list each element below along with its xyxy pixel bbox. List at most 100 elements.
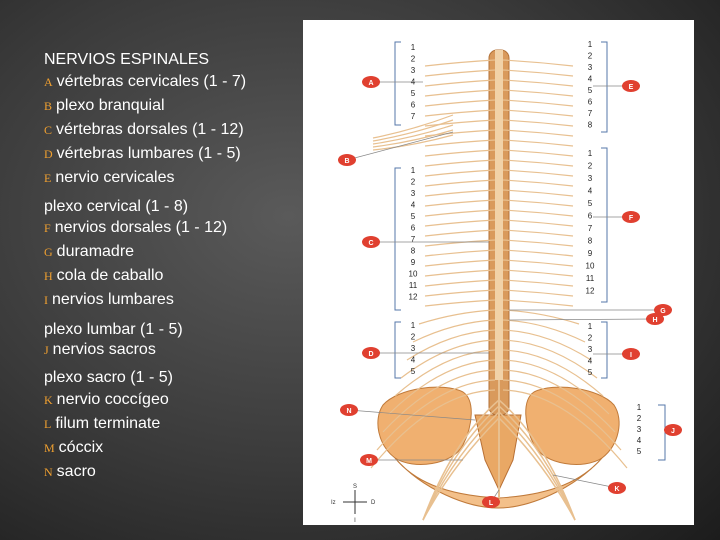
- nerve-root-right: [502, 189, 574, 197]
- nerve-root-right: [502, 289, 574, 297]
- right-nerve-number: 4: [588, 357, 593, 366]
- callout-label-h: H: [652, 317, 657, 324]
- nerve-root-left: [424, 119, 496, 127]
- nerve-root-left: [388, 359, 496, 415]
- callout-c: [362, 236, 380, 248]
- nerve-root-left: [424, 69, 496, 77]
- left-vertebra-number: 1: [411, 166, 416, 175]
- bracket-cervical-nerves: [601, 41, 608, 133]
- nerve-root-left: [424, 269, 496, 277]
- left-vertebra-number: 3: [411, 344, 416, 353]
- callout-n: [340, 404, 358, 416]
- left-vertebra-number: 10: [409, 270, 418, 279]
- callout-label-d: D: [368, 351, 373, 358]
- nerve-root-right: [502, 179, 574, 187]
- right-nerve-number: 3: [588, 174, 593, 183]
- sacral-nerve-fiber: [498, 417, 576, 521]
- right-nerve-number: 5: [588, 368, 593, 377]
- right-nerve-number: 7: [588, 109, 593, 118]
- callout-leader-b: [346, 131, 454, 161]
- orientation-compass: S D I Iz: [331, 484, 376, 524]
- left-hip-bone: [377, 386, 472, 465]
- left-vertebra-number: 3: [411, 189, 416, 198]
- callout-l: [482, 496, 500, 508]
- right-nerve-number: 3: [588, 63, 593, 72]
- compass-superior: S: [353, 484, 357, 490]
- right-nerve-number: 9: [588, 249, 593, 258]
- right-nerve-number: 1: [588, 40, 593, 49]
- right-nerve-number: 1: [637, 403, 642, 412]
- left-vertebra-number: 4: [411, 356, 416, 365]
- nerve-root-right: [502, 149, 574, 157]
- bracket-cervical: [394, 41, 401, 126]
- callout-label-c: C: [368, 240, 373, 247]
- right-nerve-number: 5: [588, 199, 593, 208]
- left-vertebra-number: 1: [411, 321, 416, 330]
- sacral-nerve-fiber: [498, 411, 576, 521]
- nerve-root-right: [502, 329, 592, 361]
- callout-h: [646, 313, 664, 325]
- callout-g: [654, 304, 672, 316]
- nerve-root-left: [424, 279, 496, 287]
- left-vertebra-number: 9: [411, 258, 416, 267]
- nerve-root-right: [502, 99, 574, 107]
- nerve-root-left: [424, 189, 496, 197]
- brachial-plexus-fiber: [372, 114, 454, 139]
- nerve-root-right: [502, 79, 574, 87]
- callout-label-e: E: [629, 84, 634, 91]
- nerve-root-left: [424, 179, 496, 187]
- nerve-root-left: [424, 149, 496, 157]
- nerve-root-left: [424, 89, 496, 97]
- left-vertebra-number: 2: [411, 333, 416, 342]
- callout-label-l: L: [489, 500, 494, 507]
- callout-f: [622, 211, 640, 223]
- nerve-root-left: [412, 319, 496, 343]
- brachial-plexus-fiber: [372, 124, 454, 145]
- right-nerve-number: 12: [586, 287, 595, 296]
- right-nerve-number: 6: [588, 98, 593, 107]
- nerve-root-left: [424, 199, 496, 207]
- page-title: NERVIOS ESPINALES: [44, 51, 210, 68]
- nerve-root-right: [502, 319, 586, 343]
- callout-leader-h: [508, 318, 656, 321]
- callout-label-j: J: [671, 428, 675, 435]
- bracket-dorsal: [394, 167, 401, 311]
- bracket-lumbar: [394, 321, 401, 379]
- left-vertebra-number: 7: [411, 112, 416, 121]
- right-nerve-number: 8: [588, 121, 593, 130]
- callout-label-m: M: [366, 458, 372, 465]
- nerve-root-left: [424, 239, 496, 247]
- left-vertebra-number: 4: [411, 201, 416, 210]
- right-nerve-number: 10: [586, 262, 595, 271]
- nerve-root-right: [502, 269, 574, 277]
- callout-e: [622, 80, 640, 92]
- nerve-root-left: [424, 289, 496, 297]
- left-vertebra-number: 12: [409, 293, 418, 302]
- left-vertebra-number: 7: [411, 235, 416, 244]
- left-vertebra-number: 11: [409, 281, 418, 290]
- left-vertebra-number: 6: [411, 224, 416, 233]
- right-nerve-number: 1: [588, 322, 593, 331]
- right-nerve-number: 3: [637, 425, 642, 434]
- callout-k: [608, 482, 626, 494]
- brachial-plexus-fiber: [372, 119, 454, 142]
- nerve-root-right: [502, 219, 574, 227]
- callout-label-g: G: [660, 308, 666, 315]
- right-nerve-number: 7: [588, 224, 593, 233]
- nerve-root-left: [424, 59, 496, 67]
- nerve-root-right: [502, 359, 610, 415]
- nerve-root-left: [418, 309, 496, 325]
- nerve-root-left: [424, 109, 496, 117]
- right-nerve-number: 1: [588, 149, 593, 158]
- nerve-root-left: [424, 169, 496, 177]
